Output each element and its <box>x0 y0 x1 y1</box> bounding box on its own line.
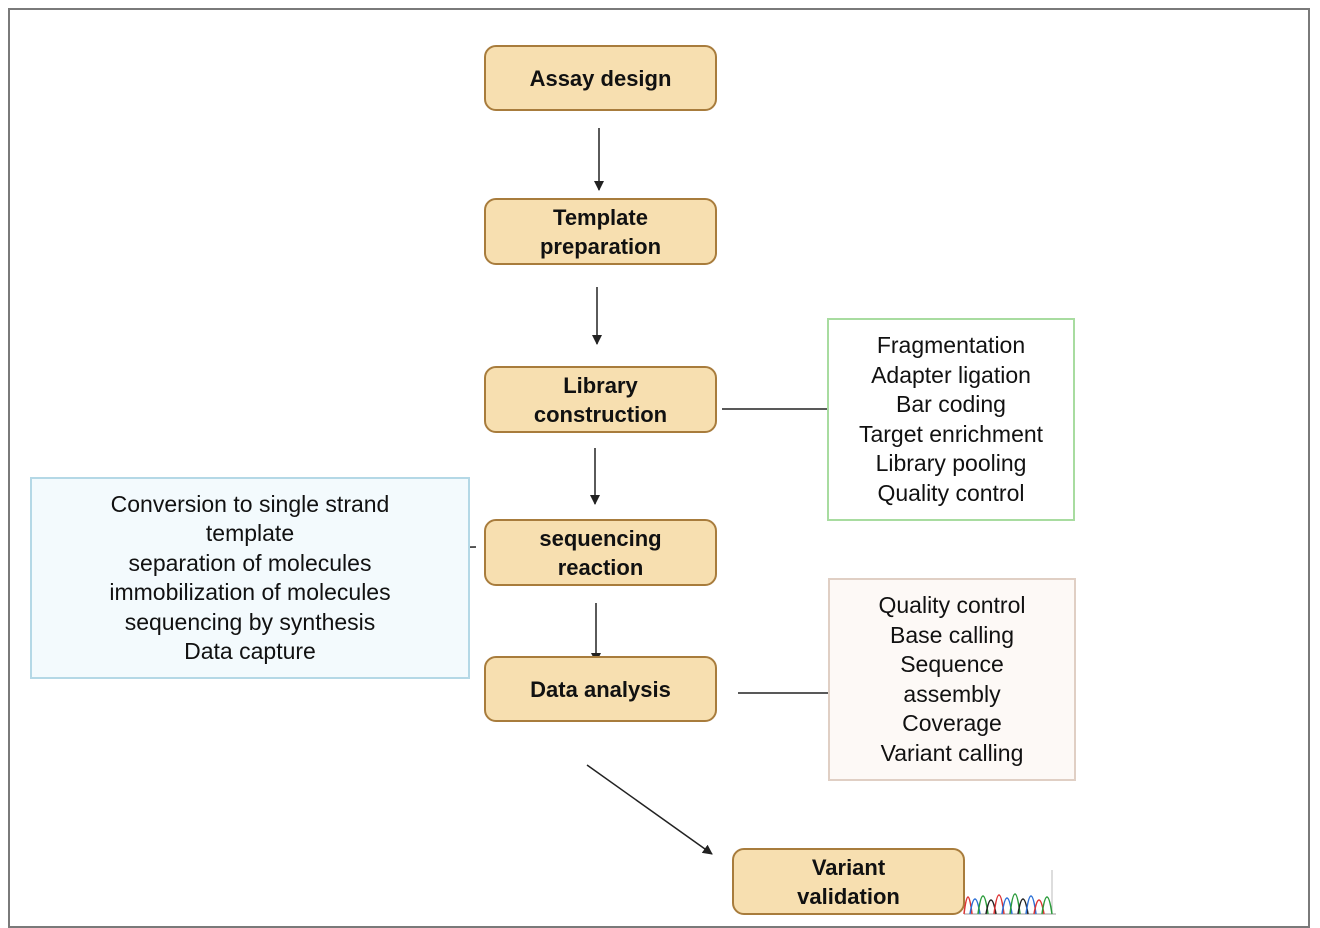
step-template-preparation: Template preparation <box>484 198 717 265</box>
sequencing-details-box: Conversion to single strand template sep… <box>30 477 470 679</box>
sequencing-detail-item: template <box>205 520 295 546</box>
analysis-details-box: Quality control Base calling Sequence as… <box>828 578 1076 781</box>
step-sequencing-reaction: sequencing reaction <box>484 519 717 586</box>
library-detail-item: Bar coding <box>896 391 1006 417</box>
analysis-detail-item: Base calling <box>889 621 1015 648</box>
sequencing-detail-item: sequencing by synthesis <box>124 608 376 635</box>
sanger-chromatogram-icon <box>963 870 1056 915</box>
sequencing-detail-item: Data capture <box>184 638 316 664</box>
arrow-analysis-to-validation <box>586 764 713 855</box>
library-detail-item: Library pooling <box>875 450 1027 476</box>
analysis-detail-item: Coverage <box>902 710 1002 736</box>
analysis-detail-item: Sequence <box>900 651 1004 677</box>
analysis-detail-item: Quality control <box>878 592 1026 618</box>
sequencing-detail-item: immobilization of molecules <box>109 579 391 605</box>
library-detail-item: Quality control <box>877 479 1025 506</box>
step-data-analysis: Data analysis <box>484 656 717 722</box>
analysis-detail-item: Variant calling <box>880 739 1024 766</box>
library-detail-item: Adapter ligation <box>871 361 1031 388</box>
step-variant-validation: Variant validation <box>732 848 965 915</box>
sequencing-detail-item: separation of molecules <box>128 549 372 576</box>
step-library-construction: Library construction <box>484 366 717 433</box>
library-detail-item: Fragmentation <box>876 332 1026 358</box>
analysis-detail-item: assembly <box>903 680 1001 707</box>
library-details-box: Fragmentation Adapter ligation Bar codin… <box>827 318 1075 521</box>
step-assay-design: Assay design <box>484 45 717 111</box>
library-detail-item: Target enrichment <box>858 420 1044 447</box>
sequencing-detail-item: Conversion to single strand <box>110 490 390 517</box>
